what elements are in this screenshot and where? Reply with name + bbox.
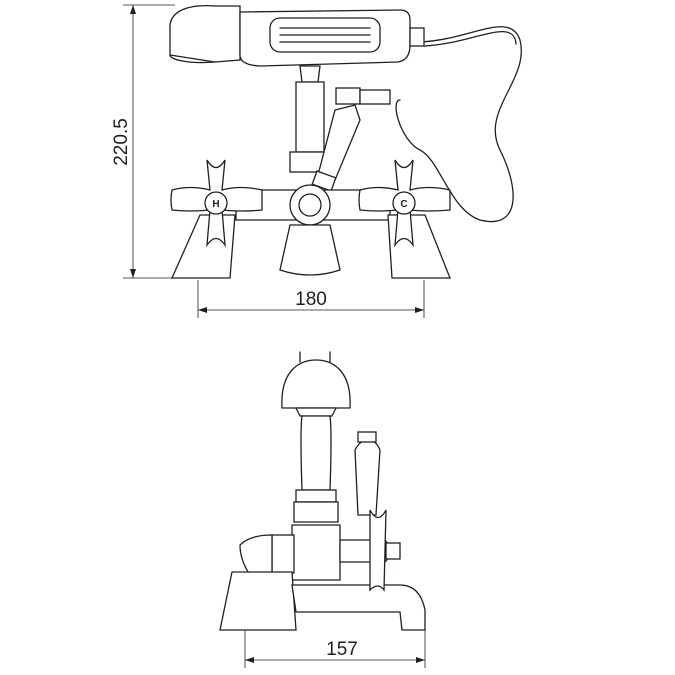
shower-cradle-stem	[289, 65, 331, 173]
hot-cross-handle: H	[170, 159, 263, 248]
front-view: 220.5 180	[111, 4, 522, 318]
diverter-lever	[311, 87, 391, 192]
shower-handset	[169, 4, 425, 67]
cold-indicator-label: C	[400, 199, 407, 210]
side-pedestal	[219, 571, 297, 631]
shower-hose	[395, 26, 522, 223]
side-tap-body	[239, 534, 273, 576]
side-body	[291, 524, 341, 581]
side-showerhead	[281, 359, 351, 409]
width-dimension-line	[197, 280, 425, 318]
depth-dimension-label: 157	[326, 639, 358, 660]
side-lever	[354, 439, 381, 516]
hot-indicator-label: H	[212, 199, 219, 210]
side-view: 157	[219, 351, 426, 668]
height-dimension-label: 220.5	[111, 118, 132, 166]
height-dimension-line	[123, 4, 175, 279]
side-cross-handle	[339, 509, 401, 592]
spout	[279, 224, 341, 276]
depth-dimension-line	[244, 630, 426, 668]
width-dimension-label: 180	[295, 289, 327, 310]
side-spout	[291, 584, 426, 631]
side-handset-stem	[300, 415, 332, 491]
cold-cross-handle: C	[358, 159, 451, 248]
